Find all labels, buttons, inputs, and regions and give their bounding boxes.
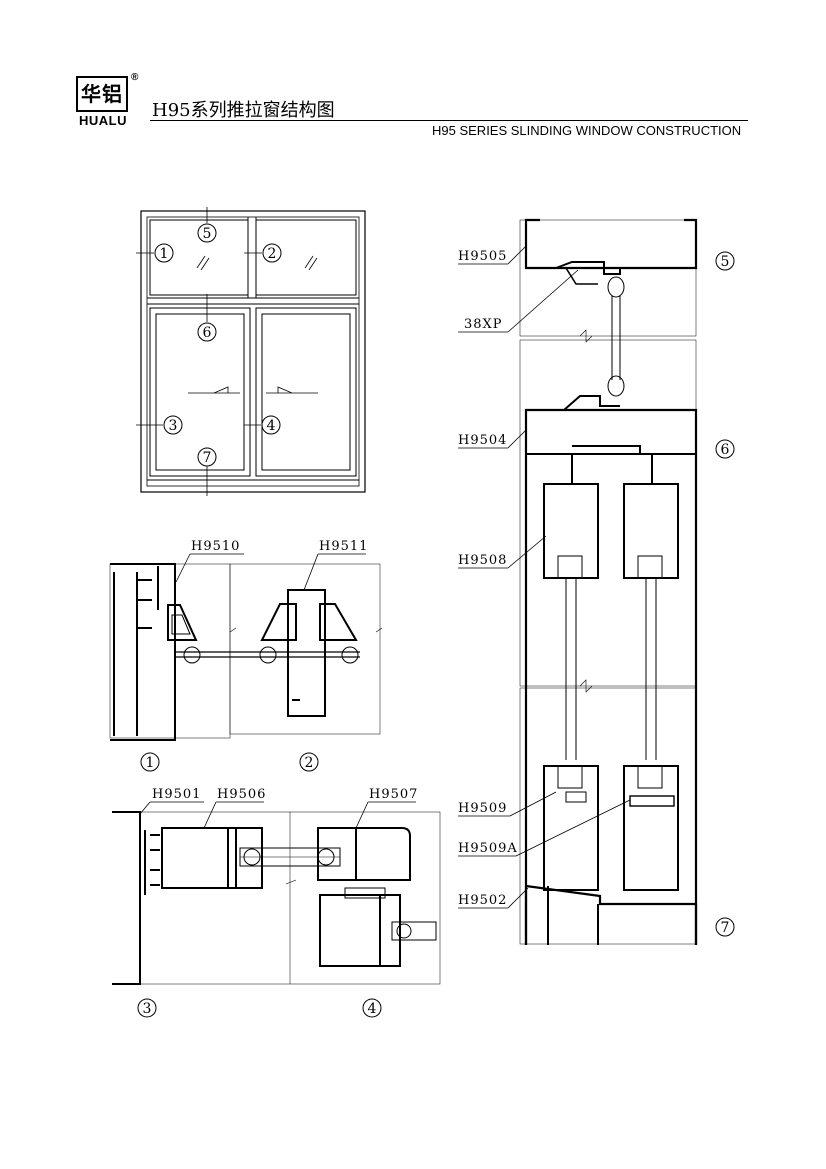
svg-text:1: 1 [146,755,155,771]
vertical-labels: H9505 38XP H9504 H9508 H9509 H9509A H950… [458,249,518,908]
label-h9508: H9508 [458,553,507,568]
vmarker-5: 5 [715,251,735,271]
section-markers: 1 2 3 4 [137,752,382,1018]
marker-4: 4 [261,415,281,435]
registered-mark: ® [131,72,139,83]
svg-text:3: 3 [169,418,178,434]
elevation-markers: 1 2 5 6 3 4 7 [154,223,282,467]
label-h9511: H9511 [319,539,368,554]
label-h9505: H9505 [458,249,507,264]
vertical-section [458,218,698,945]
marker-7: 7 [197,447,217,467]
svg-text:6: 6 [203,325,212,341]
page-title-english: H95 SERIES SLINDING WINDOW CONSTRUCTION [432,123,742,138]
marker-6: 6 [197,322,217,342]
marker-5: 5 [197,223,217,243]
svg-text:5: 5 [203,226,212,242]
label-h9502: H9502 [458,893,507,908]
svg-text:7: 7 [721,920,730,936]
svg-text:5: 5 [721,254,730,270]
label-38xp: 38XP [464,317,503,332]
label-h9501: H9501 [152,787,201,802]
marker-3: 3 [163,415,183,435]
vmarker-7: 7 [715,917,735,937]
section-marker-2: 2 [299,752,319,772]
label-h9506: H9506 [217,787,266,802]
svg-text:2: 2 [305,755,314,771]
label-h9509a: H9509A [458,841,518,856]
svg-text:4: 4 [368,1001,377,1017]
logo-chinese-text: 华铝 [81,82,123,106]
vmarker-6: 6 [715,439,735,459]
detail-section-3-4 [112,801,441,985]
section-marker-4: 4 [362,998,382,1018]
svg-text:3: 3 [143,1001,152,1017]
window-elevation [136,207,366,496]
label-h9509: H9509 [458,801,507,816]
label-h9504: H9504 [458,433,507,448]
marker-1: 1 [154,243,174,263]
logo-english-text: HUALU [79,113,127,128]
page-title-chinese: H95系列推拉窗结构图 [152,100,335,121]
label-h9510: H9510 [191,539,240,554]
svg-text:6: 6 [721,442,730,458]
vertical-markers: 5 6 7 [715,251,735,937]
title-divider [150,120,748,121]
hualu-logo: 华铝 HUALU ® [74,72,138,130]
detail-labels: H9510 H9511 H9501 H9506 H9507 [152,539,418,802]
svg-text:4: 4 [267,418,276,434]
label-h9507: H9507 [369,787,418,802]
section-marker-3: 3 [137,998,157,1018]
detail-section-1-2 [109,553,383,741]
marker-2: 2 [262,243,282,263]
svg-text:2: 2 [268,246,277,262]
svg-text:7: 7 [203,450,212,466]
logo-frame [76,76,128,112]
section-marker-1: 1 [140,752,160,772]
svg-text:1: 1 [160,246,169,262]
